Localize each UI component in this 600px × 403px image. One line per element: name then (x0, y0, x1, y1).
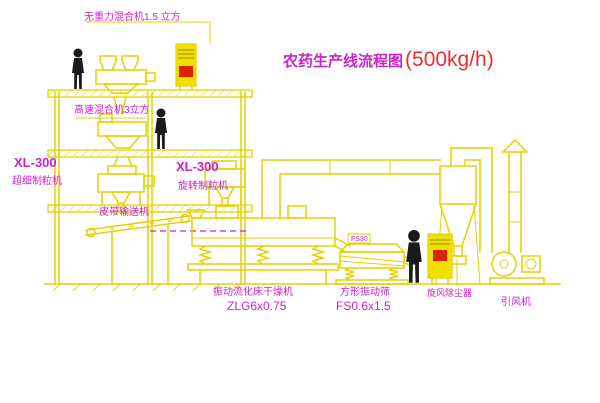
title-capacity: (500kg/h) (405, 48, 494, 71)
label-granulator-left-name: 超细制粒机 (12, 176, 62, 187)
person-figure (155, 108, 167, 149)
label-sieve-model: FS0.6x1.5 (336, 299, 391, 313)
label-sieve-name: 方形振动筛 (340, 287, 390, 298)
label-high-speed-mixer: 高速混合机3立方 (74, 105, 150, 116)
exhaust-duct (261, 159, 441, 219)
label-fan: 引风机 (501, 297, 531, 308)
person-figure (72, 48, 84, 89)
label-paddle-mixer: 无重力混合机1.5 立方 (84, 12, 181, 23)
induced-draft-fan (489, 251, 545, 285)
label-granulator-right-model: XL-300 (176, 159, 219, 174)
label-granulator-right-name: 旋转制粒机 (178, 181, 228, 192)
paddle-mixer (95, 55, 156, 115)
label-belt-conveyor: 皮带输送机 (99, 207, 149, 218)
building-frame (44, 89, 561, 292)
person-figure (406, 230, 422, 283)
exhaust-stack (501, 138, 529, 253)
leader-lines (76, 21, 458, 286)
granulator-left (97, 165, 155, 215)
title-text: 农药生产线流程图 (283, 53, 404, 70)
fluid-bed-dryer (187, 205, 352, 285)
control-cabinet-right (427, 233, 453, 285)
label-cyclone: 旋风除尘器 (427, 288, 473, 298)
granulator-right (204, 160, 246, 207)
vibrating-sieve: FS30 (335, 233, 415, 285)
label-dryer-name: 振动流化床干燥机 (213, 287, 293, 298)
label-granulator-left-model: XL-300 (14, 155, 57, 170)
belt-conveyor (85, 209, 206, 285)
sieve-tag-text: FS30 (351, 236, 368, 243)
control-cabinet-top (175, 43, 197, 91)
high-speed-mixer (97, 113, 147, 167)
label-dryer-model: ZLG6x0.75 (227, 299, 287, 313)
diagram-title: 农药生产线流程图 (500kg/h) (283, 48, 494, 72)
